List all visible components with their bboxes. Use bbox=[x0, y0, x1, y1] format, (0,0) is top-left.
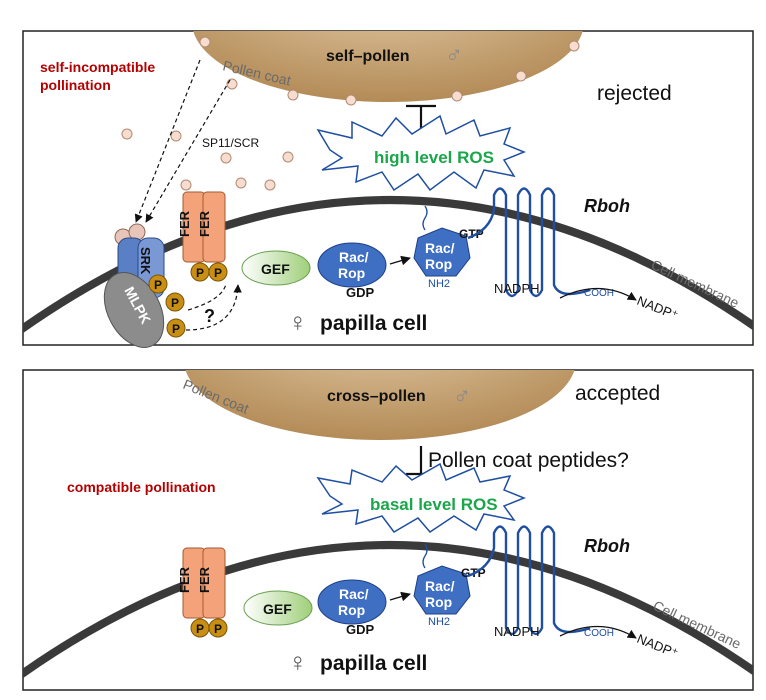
svg-text:P: P bbox=[171, 296, 179, 310]
cooh-label-bottom: COOH bbox=[584, 628, 614, 639]
rac-rop-gdp bbox=[317, 242, 387, 288]
rac-rop-gdp-bottom-label-1: Rac/ bbox=[339, 586, 369, 602]
cell-membrane bbox=[23, 196, 753, 334]
activation-arrow-bottom bbox=[389, 591, 411, 602]
pollen-coat-droplets bbox=[121, 36, 580, 191]
nadph-oxidation-arrow bbox=[559, 287, 637, 301]
rboh-label: Rboh bbox=[584, 196, 630, 216]
lipid-anchor bbox=[422, 205, 428, 231]
nadph-oxidation-arrow-bottom bbox=[559, 625, 637, 639]
gef-protein bbox=[241, 250, 311, 286]
fer-receptor: FER FER P P bbox=[177, 191, 228, 282]
ligand-binding-arrows bbox=[134, 59, 231, 223]
fer-label-b2: FER bbox=[197, 566, 212, 593]
fer-receptor-bottom: FER FER P P bbox=[177, 547, 228, 638]
svg-text:P: P bbox=[196, 622, 204, 636]
female-symbol: ♀ bbox=[288, 307, 308, 337]
nadph-label-bottom: NADPH bbox=[494, 624, 540, 639]
rac-rop-gtp-bottom-label-1: Rac/ bbox=[425, 578, 455, 594]
nh2-label: NH2 bbox=[428, 278, 450, 290]
svg-text:P: P bbox=[214, 622, 222, 636]
nh2-label-bottom: NH2 bbox=[428, 616, 450, 628]
pollination-type-line2: pollination bbox=[40, 77, 111, 93]
rac-rop-gdp-label-2: Rop bbox=[338, 265, 365, 281]
rboh-label-bottom: Rboh bbox=[584, 536, 630, 556]
rboh-transmembrane bbox=[467, 187, 591, 298]
fer-label-b1: FER bbox=[177, 566, 192, 593]
gdp-label: GDP bbox=[346, 285, 375, 300]
mlpk-kinase: MLPK bbox=[103, 272, 165, 348]
rac-rop-gdp-bottom bbox=[317, 579, 387, 625]
rac-rop-gdp-bottom-label-2: Rop bbox=[338, 602, 365, 618]
peptides-label: Pollen coat peptides? bbox=[428, 449, 629, 472]
outcome-label-bottom: accepted bbox=[575, 382, 660, 405]
svg-text:P: P bbox=[196, 266, 204, 280]
svg-text:P: P bbox=[154, 278, 162, 292]
pollination-type-line1: self-incompatible bbox=[40, 59, 155, 75]
ros-label: high level ROS bbox=[374, 148, 494, 167]
mlpk-to-fer-arrow bbox=[185, 283, 242, 331]
gef-label: GEF bbox=[261, 261, 290, 277]
srk-label: SRK bbox=[138, 247, 153, 275]
outcome-label: rejected bbox=[597, 82, 672, 105]
cooh-label: COOH bbox=[584, 288, 614, 299]
rac-rop-gtp-label-2: Rop bbox=[425, 256, 452, 272]
papilla-cell-label: papilla cell bbox=[320, 312, 427, 335]
male-symbol-bottom: ♂ bbox=[453, 383, 471, 410]
ligand-label: SP11/SCR bbox=[202, 136, 259, 150]
question-mark: ? bbox=[204, 306, 215, 326]
gdp-label-bottom: GDP bbox=[346, 622, 375, 637]
activation-arrow bbox=[389, 255, 411, 266]
rac-rop-gtp-bottom bbox=[413, 565, 471, 615]
rac-rop-gdp-label-1: Rac/ bbox=[339, 249, 369, 265]
srk-phospho-sites: P P P bbox=[148, 274, 186, 338]
top-panel: self–pollen ♂ rejected self-incompatible… bbox=[22, 30, 754, 348]
gef-label-bottom: GEF bbox=[263, 601, 292, 617]
gtp-label: GTP bbox=[459, 227, 484, 241]
rac-rop-gtp-bottom-label-2: Rop bbox=[425, 594, 452, 610]
svg-text:P: P bbox=[214, 266, 222, 280]
rac-rop-gtp bbox=[413, 227, 471, 277]
papilla-cell-label-bottom: papilla cell bbox=[320, 652, 427, 675]
pollination-type-bottom: compatible pollination bbox=[67, 479, 216, 495]
rac-rop-gtp-label-1: Rac/ bbox=[425, 240, 455, 256]
ros-burst-bottom bbox=[316, 462, 527, 533]
male-symbol: ♂ bbox=[445, 42, 463, 69]
ros-label-bottom: basal level ROS bbox=[370, 495, 498, 514]
bottom-panel: cross–pollen ♂ accepted Pollen coat comp… bbox=[22, 369, 754, 691]
svg-text:P: P bbox=[172, 322, 180, 336]
cross-pollen-label: cross–pollen bbox=[327, 388, 426, 405]
female-symbol-bottom: ♀ bbox=[288, 647, 308, 677]
fer-label-2: FER bbox=[197, 210, 212, 237]
fer-label-1: FER bbox=[177, 210, 192, 237]
nadph-label: NADPH bbox=[494, 281, 540, 296]
cell-membrane-bottom bbox=[23, 541, 753, 679]
self-pollen-grain bbox=[193, 31, 583, 102]
lipid-anchor-bottom bbox=[422, 543, 428, 569]
ros-burst bbox=[316, 114, 527, 192]
rboh-transmembrane-bottom bbox=[467, 525, 591, 636]
gef-protein-bottom bbox=[243, 590, 313, 626]
self-pollen-label: self–pollen bbox=[326, 48, 410, 65]
cross-pollen-grain bbox=[185, 370, 575, 440]
